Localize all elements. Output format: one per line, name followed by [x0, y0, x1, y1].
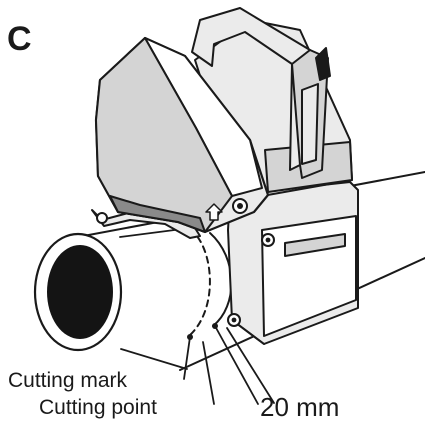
distance-label: 20 mm [260, 392, 340, 422]
cutting-point-label: Cutting point [39, 396, 157, 419]
cutting-mark-leader [183, 336, 191, 380]
distance-leader-left [214, 325, 259, 405]
leader-lines [183, 325, 275, 405]
pipe-bore [47, 245, 113, 339]
cutting-mark-label: Cutting mark [8, 369, 128, 392]
panel-letter: C [7, 20, 32, 58]
distance-leader-right [226, 327, 275, 404]
cutter-machine [91, 7, 359, 345]
cutting-point-leader [202, 341, 215, 405]
